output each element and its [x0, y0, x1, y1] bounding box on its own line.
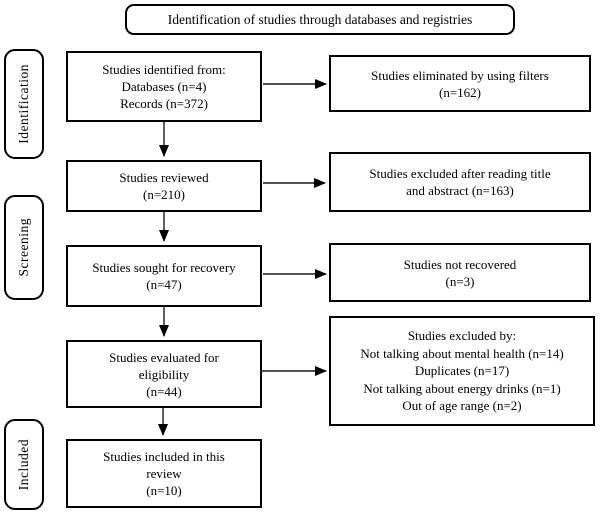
main-box-studies-identified: Studies identified from: Databases (n=4)…: [66, 51, 262, 122]
diagram-title: Identification of studies through databa…: [167, 11, 473, 27]
side-box-eliminated-by-filters: Studies eliminated by using filters (n=1…: [329, 55, 591, 112]
side-box-excluded-title-abstract: Studies excluded after reading title and…: [329, 152, 591, 212]
box-text-line: (n=3): [445, 273, 475, 289]
box-text-line: Studies evaluated for: [109, 349, 219, 365]
box-text-line: Duplicates (n=17): [414, 363, 510, 379]
box-text-line: Studies identified from:: [102, 62, 226, 77]
box-text-line: (n=44): [146, 383, 182, 399]
main-box-studies-reviewed: Studies reviewed (n=210): [66, 160, 262, 212]
stage-label-text: Included: [16, 438, 31, 491]
main-box-studies-evaluated: Studies evaluated for eligibility (n=44): [66, 340, 262, 408]
box-text-line: review: [146, 466, 182, 481]
stage-label-identification: Identification: [4, 49, 44, 159]
box-text-line: Studies excluded after reading title: [369, 166, 551, 181]
stage-label-included: Included: [4, 419, 44, 510]
side-box-excluded-reasons: Studies excluded by: Not talking about m…: [329, 316, 595, 426]
box-text-line: Studies excluded by:: [407, 328, 517, 344]
box-text-line: (n=162): [439, 84, 481, 100]
box-text-line: Studies eliminated by using filters: [371, 67, 549, 83]
box-text-line: Not talking about mental health (n=14): [360, 345, 564, 361]
box-text-line: Records (n=372): [120, 96, 208, 111]
box-text-line: (n=47): [146, 277, 182, 292]
box-text-line: Out of age range (n=2): [402, 398, 522, 414]
box-text-line: Studies sought for recovery: [92, 260, 236, 275]
box-text-line: Studies not recovered: [403, 256, 517, 272]
box-text-line: eligibility: [138, 366, 190, 382]
box-text-line: Not talking about energy drinks (n=1): [363, 380, 561, 396]
diagram-title-box: Identification of studies through databa…: [125, 4, 515, 35]
main-box-studies-included: Studies included in this review (n=10): [66, 439, 262, 508]
stage-label-text: Screening: [16, 218, 31, 277]
box-text-line: (n=10): [146, 483, 182, 498]
box-text-line: (n=210): [143, 187, 185, 202]
side-box-not-recovered: Studies not recovered (n=3): [329, 243, 591, 302]
box-text-line: Databases (n=4): [121, 79, 207, 94]
box-text-line: Studies included in this: [103, 449, 225, 464]
stage-label-text: Identification: [16, 64, 31, 144]
stage-label-screening: Screening: [4, 195, 44, 300]
main-box-studies-sought: Studies sought for recovery (n=47): [66, 245, 262, 307]
box-text-line: Studies reviewed: [119, 170, 209, 185]
box-text-line: and abstract (n=163): [406, 183, 514, 198]
